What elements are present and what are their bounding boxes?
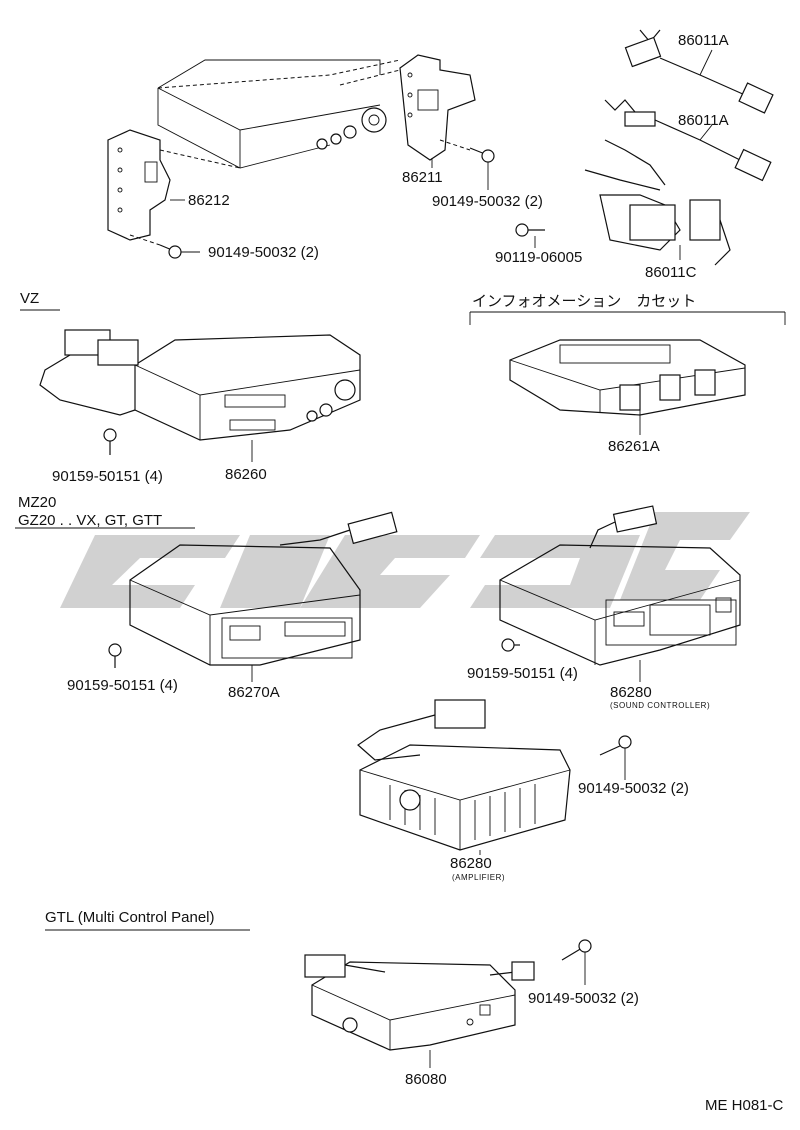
part-label: 86270A <box>228 684 280 701</box>
part-label: 86211 <box>402 169 443 186</box>
part-label: 90119-06005 <box>495 249 582 266</box>
screw-icon <box>108 643 122 668</box>
head-unit-top-assembly <box>107 54 495 259</box>
part-label: 86080 <box>405 1071 447 1088</box>
watermark-logo <box>60 512 750 608</box>
part-label: 86280 <box>450 855 492 872</box>
part-label: 90149-50032 (2) <box>528 990 639 1007</box>
amplifier <box>357 699 632 855</box>
screw-icon <box>103 428 117 455</box>
multi-control-panel <box>304 939 592 1068</box>
part-label: 90159-50151 (4) <box>467 665 578 682</box>
radio-mz20 <box>108 511 398 682</box>
part-label: 90149-50032 (2) <box>578 780 689 797</box>
part-sublabel: (AMPLIFIER) <box>452 873 505 882</box>
screw-icon <box>129 234 182 259</box>
part-label: 86011C <box>645 264 697 281</box>
part-label: 86212 <box>188 192 230 209</box>
screw-icon <box>561 939 592 961</box>
sound-controller <box>499 505 741 682</box>
info-cassette <box>469 311 786 435</box>
group-label-info-cassette: インフォオメーション カセット <box>472 293 696 310</box>
diagram-code: ME H081-C <box>705 1097 784 1114</box>
part-label: 90149-50032 (2) <box>432 193 543 210</box>
screw-icon <box>599 735 632 756</box>
screw-icon <box>515 223 545 237</box>
part-label: 86260 <box>225 466 267 483</box>
part-label: 86261A <box>608 438 660 455</box>
part-sublabel: (SOUND CONTROLLER) <box>610 701 710 710</box>
part-label: 86280 <box>610 684 652 701</box>
part-label: 86011A <box>678 32 729 49</box>
radio-vz <box>39 329 361 462</box>
screw-icon <box>439 139 495 163</box>
group-label-vz: VZ <box>20 290 39 307</box>
part-label: 86011A <box>678 112 729 129</box>
part-label: 90159-50151 (4) <box>52 468 163 485</box>
group-label-gz20: GZ20 . . VX, GT, GTT <box>18 512 162 529</box>
wiring-harness-group <box>515 29 774 266</box>
screw-icon <box>501 638 520 652</box>
part-label: 90159-50151 (4) <box>67 677 178 694</box>
part-label: 90149-50032 (2) <box>208 244 319 261</box>
group-label-mz20: MZ20 <box>18 494 56 511</box>
group-label-gtl: GTL (Multi Control Panel) <box>45 909 215 926</box>
